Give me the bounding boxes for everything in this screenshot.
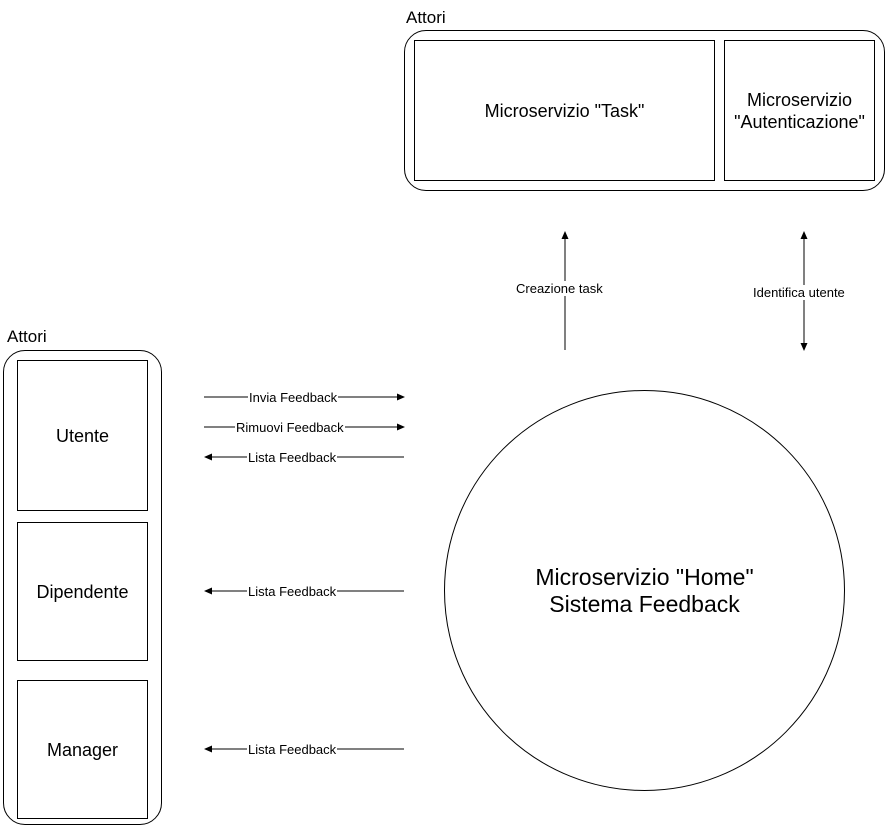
left-group-label: Attori xyxy=(7,327,47,346)
actor-manager-label: Manager xyxy=(46,739,119,760)
label-lista-feedback-utente: Lista Feedback xyxy=(247,450,338,465)
label-lista-feedback-dipendente: Lista Feedback xyxy=(247,584,338,599)
task-service-box[interactable]: Microservizio "Task" xyxy=(414,40,715,181)
label-invia-feedback: Invia Feedback xyxy=(248,390,339,405)
actor-utente-label: Utente xyxy=(55,425,110,446)
home-service-circle[interactable]: Microservizio "Home" Sistema Feedback xyxy=(444,390,845,791)
auth-service-label-line1: Microservizio xyxy=(746,89,852,110)
label-rimuovi-feedback: Rimuovi Feedback xyxy=(235,420,345,435)
auth-service-label-line2: "Autenticazione" xyxy=(734,111,865,132)
home-service-title: Microservizio "Home" xyxy=(535,563,754,590)
home-service-subtitle: Sistema Feedback xyxy=(549,590,740,617)
actor-dipendente-label: Dipendente xyxy=(36,581,129,602)
actor-dipendente-box[interactable]: Dipendente xyxy=(17,522,148,661)
label-creazione-task: Creazione task xyxy=(515,281,604,296)
label-identifica-utente: Identifica utente xyxy=(752,285,846,300)
task-service-label: Microservizio "Task" xyxy=(484,100,645,121)
label-lista-feedback-manager: Lista Feedback xyxy=(247,742,338,757)
actor-manager-box[interactable]: Manager xyxy=(17,680,148,819)
actor-utente-box[interactable]: Utente xyxy=(17,360,148,511)
top-group-label: Attori xyxy=(406,8,446,27)
auth-service-box[interactable]: Microservizio "Autenticazione" xyxy=(724,40,875,181)
